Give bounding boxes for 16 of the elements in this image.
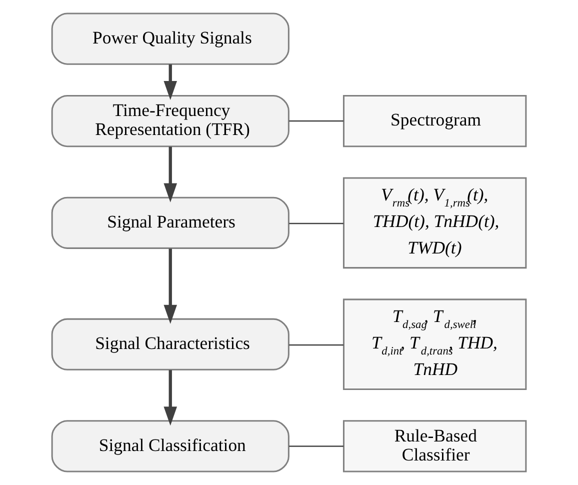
connector <box>289 344 344 346</box>
arrow <box>164 370 178 426</box>
arrow <box>164 146 178 202</box>
arrow <box>164 64 178 100</box>
node-box: V$_{rms}$(t), V$_{1,rms}$(t), THD(t), TnHD(t), TWD(t) <box>342 177 527 269</box>
node-box: Rule-Based Classifier <box>342 420 527 472</box>
node-box: Time-Frequency Representation (TFR) <box>51 94 290 148</box>
node-box: Spectrogram <box>342 94 527 148</box>
connector <box>289 120 344 122</box>
connector <box>289 222 344 224</box>
node-box: Signal Characteristics <box>51 318 290 370</box>
connector <box>289 446 344 447</box>
arrow <box>164 248 178 324</box>
node-box: Signal Classification <box>51 420 290 472</box>
node-box: Signal Parameters <box>51 196 290 249</box>
node-box: Power Quality Signals <box>51 12 290 65</box>
